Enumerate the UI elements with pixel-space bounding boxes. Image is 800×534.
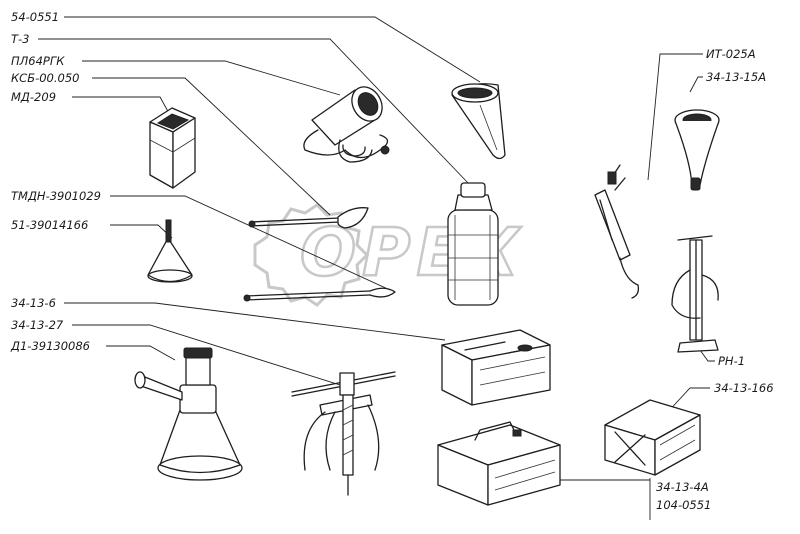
part-jar-md-209: [149, 107, 196, 189]
part-cone-51-39014166: [147, 219, 193, 283]
label-ksb-00-050: КСБ-00.050: [11, 71, 79, 85]
part-pump-rn-1: [671, 235, 719, 353]
label-34-13-166: 34-13-166: [714, 381, 774, 395]
part-rod-tmdn-3901029: [243, 287, 396, 302]
label-34-13-15a: 34-13-15А: [706, 70, 766, 84]
label-md-209: МД-209: [11, 90, 56, 104]
part-filter-34-13-166: [604, 399, 701, 476]
leader-lines: [38, 16, 715, 520]
label-tmdn-3901029: ТМДН-3901029: [11, 189, 101, 203]
part-funnel-34-13-15a: [674, 109, 720, 191]
label-34-13-4a: 34-13-4А: [656, 480, 709, 494]
part-funnel-54-0551: [451, 83, 506, 160]
label-it-025a: ИТ-025А: [706, 47, 756, 61]
label-t-3: Т-3: [11, 32, 30, 46]
part-grease-gun-it-025a: [594, 164, 640, 299]
part-flashlight-pl64rgk: [303, 86, 390, 163]
label-51-39014166: 51-39014166: [11, 218, 88, 232]
label-54-0551: 54-0551: [11, 10, 59, 24]
label-34-13-27: 34-13-27: [11, 318, 64, 332]
label-pl64rgk: ПЛ64РГК: [11, 54, 65, 68]
label-rn-1: РН-1: [718, 354, 745, 368]
label-34-13-6: 34-13-6: [11, 296, 56, 310]
part-bottle-t-3: [447, 182, 499, 306]
part-toolbox-34-13-4a: [437, 421, 561, 506]
part-spatula-ksb-00-050: [248, 207, 369, 229]
part-can-34-13-6: [441, 329, 551, 406]
part-jack-d1-39130086: [134, 347, 243, 481]
label-d1-39130086: Д1-39130086: [10, 339, 90, 353]
part-puller-34-13-27: [291, 371, 396, 496]
label-104-0551: 104-0551: [656, 498, 711, 512]
